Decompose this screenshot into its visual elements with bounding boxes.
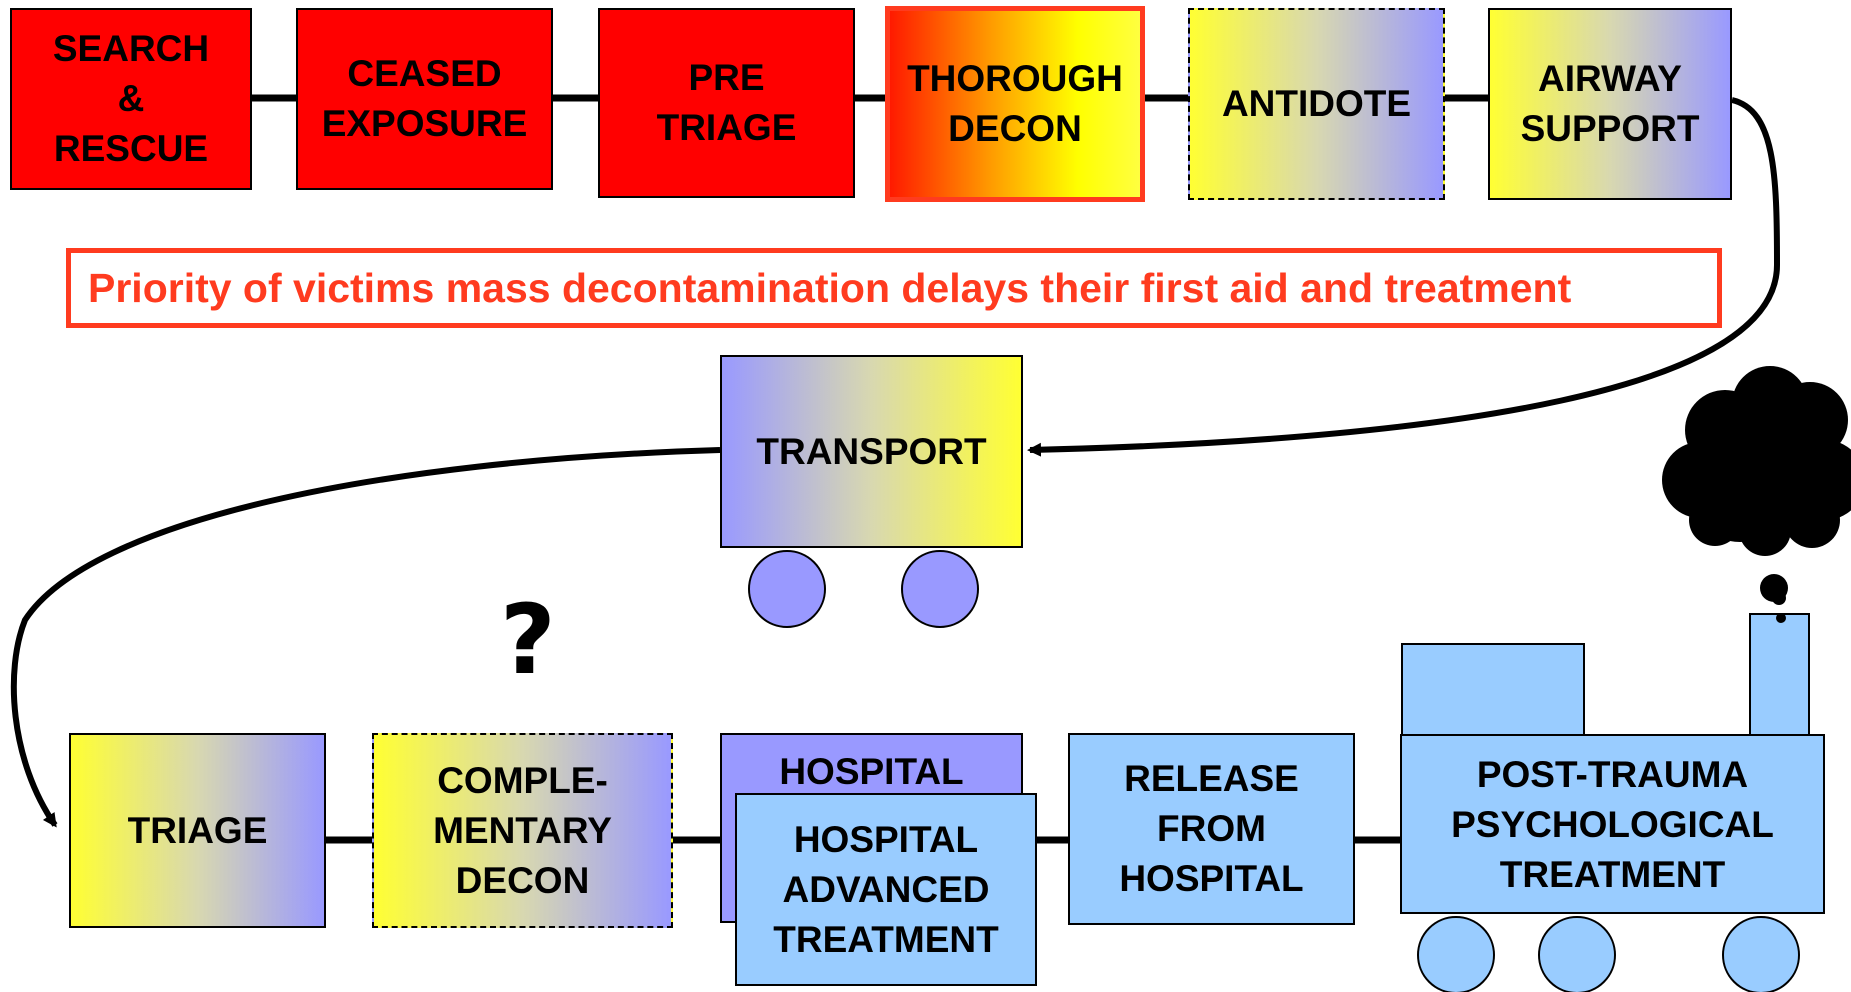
question-mark: ? bbox=[500, 584, 556, 696]
triage-label: TRIAGE bbox=[127, 809, 268, 851]
locomotive-wheels bbox=[1417, 916, 1800, 992]
priority-banner bbox=[66, 248, 1722, 328]
complementary-decon-box: COMPLE- MENTARY DECON bbox=[372, 733, 673, 928]
transport-wheel-left bbox=[748, 550, 826, 628]
ceased-exposure-box: CEASED EXPOSURE bbox=[296, 8, 553, 190]
hospital-advanced-treatment-label: HOSPITAL ADVANCED TREATMENT bbox=[773, 818, 999, 960]
antidote-box: ANTIDOTE bbox=[1188, 8, 1445, 200]
ceased-exposure-label: CEASED EXPOSURE bbox=[321, 53, 528, 144]
airway-support-label: AIRWAY SUPPORT bbox=[1520, 58, 1700, 149]
post-trauma-label: POST-TRAUMA PSYCHOLOGICAL TREATMENT bbox=[1451, 754, 1774, 895]
hospital-label: HOSPITAL bbox=[779, 751, 964, 792]
transport-label: TRANSPORT bbox=[756, 430, 987, 472]
airway-support-box: AIRWAY SUPPORT bbox=[1488, 8, 1732, 200]
thorough-decon-box: THOROUGH DECON bbox=[885, 6, 1145, 202]
complementary-decon-label: COMPLE- MENTARY DECON bbox=[433, 759, 612, 901]
search-rescue-box: SEARCH & RESCUE bbox=[10, 8, 252, 190]
hospital-advanced-treatment-box: HOSPITAL ADVANCED TREATMENT bbox=[735, 793, 1037, 986]
release-from-hospital-box: RELEASE FROM HOSPITAL bbox=[1068, 733, 1355, 925]
locomotive-wheel-3 bbox=[1722, 916, 1800, 992]
triage-box: TRIAGE bbox=[69, 733, 326, 928]
priority-banner-text: Priority of victims mass decontamination… bbox=[88, 265, 1572, 311]
smoke-icon bbox=[1662, 366, 1851, 623]
airway-to-transport-arrow bbox=[1027, 97, 1781, 457]
pre-triage-box: PRE TRIAGE bbox=[598, 8, 855, 198]
locomotive-chimney bbox=[1749, 613, 1810, 737]
locomotive-wheel-1 bbox=[1417, 916, 1495, 992]
transport-wheels bbox=[748, 550, 979, 628]
pre-triage-label: PRE TRIAGE bbox=[656, 57, 797, 148]
thorough-decon-label: THOROUGH DECON bbox=[907, 58, 1123, 149]
transport-to-triage-arrow bbox=[10, 447, 721, 828]
transport-wheel-right bbox=[901, 550, 979, 628]
search-rescue-label: SEARCH & RESCUE bbox=[52, 28, 210, 169]
locomotive-wheel-2 bbox=[1538, 916, 1616, 992]
release-from-hospital-label: RELEASE FROM HOSPITAL bbox=[1119, 758, 1304, 899]
locomotive-cab bbox=[1401, 643, 1585, 737]
transport-box: TRANSPORT bbox=[720, 355, 1023, 548]
post-trauma-box: POST-TRAUMA PSYCHOLOGICAL TREATMENT bbox=[1400, 734, 1825, 914]
antidote-label: ANTIDOTE bbox=[1221, 83, 1412, 124]
